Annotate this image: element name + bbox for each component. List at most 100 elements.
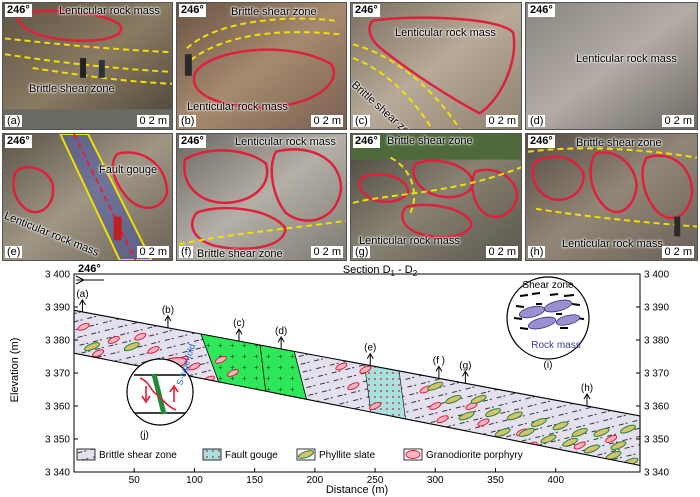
granodiorite-lens	[605, 435, 618, 443]
photo-b-panel-label: (b)	[179, 115, 197, 127]
phyllite-lens	[494, 427, 511, 437]
granodiorite-lens	[226, 369, 240, 377]
y-tick-label-left: 3 380	[45, 336, 70, 347]
lens-outline-g1	[358, 172, 410, 203]
person-figure-a	[80, 58, 87, 78]
person-figure-a2	[98, 60, 105, 78]
shear-line-h1	[527, 147, 697, 159]
phyllite-lens	[518, 427, 535, 437]
photo-b-label-1: Brittle shear zone	[231, 6, 317, 18]
phyllite-lens	[530, 418, 547, 427]
y-tick-label-left: 3 400	[45, 270, 70, 281]
photo-d-panel-label: (d)	[528, 115, 546, 127]
y-tick-label-left: 3 350	[45, 435, 70, 446]
shear-line-c1	[352, 43, 461, 129]
location-arrow-icon	[277, 335, 285, 343]
photo-a-label-1: Lenticular rock mass	[59, 5, 160, 17]
shear-line-g1	[352, 166, 521, 204]
x-tick-label: 300	[427, 475, 444, 486]
inset-j-fold-band	[151, 373, 167, 415]
photo-g-rock-texture	[351, 134, 521, 260]
photo-b-scale-bar: 0 2 m	[311, 115, 343, 127]
photo-panel-g: 246° Brittle shear zone Lenticular rock …	[350, 133, 522, 261]
granodiorite-lens	[436, 415, 449, 424]
legend-swatch-gouge	[202, 448, 222, 461]
lens-outline-g4	[401, 203, 473, 239]
legend-label-gouge: Fault gouge	[225, 450, 278, 461]
inset-j-arrow-up-icon	[169, 384, 179, 402]
inset-j-panel-label: (j)	[140, 430, 149, 441]
shear-line-a3	[32, 66, 172, 85]
lens-outline-e1	[12, 165, 55, 214]
photo-a-rock-texture	[3, 3, 172, 129]
granodiorite-lens	[188, 362, 201, 371]
y-axis-label: Elevation (m)	[9, 338, 21, 403]
y-tick-label-left: 3 370	[45, 369, 70, 380]
photo-f-label-1: Lenticular rock mass	[235, 136, 336, 148]
y-tick-label-right: 3 350	[644, 435, 669, 446]
x-tick-label: 150	[246, 475, 263, 486]
x-tick-label: 250	[367, 475, 384, 486]
location-arrow-icon	[583, 393, 591, 400]
granodiorite-lens	[92, 349, 105, 358]
photo-f-label-2: Brittle shear zone	[197, 248, 283, 260]
photo-d-label-1: Lenticular rock mass	[576, 53, 677, 65]
inset-i-panel-label: (i)	[544, 360, 553, 371]
location-label: (e)	[364, 343, 376, 354]
photo-h-scale-bar: 0 2 m	[662, 246, 694, 258]
shear-line-b2	[190, 31, 342, 61]
shear-line-c2	[352, 57, 433, 129]
phyllite-lens	[470, 394, 487, 404]
phyllite-lens	[506, 411, 523, 421]
photo-f-panel-label: (f)	[179, 246, 194, 258]
lens-outline-h2	[589, 151, 638, 214]
phyllite-lens	[619, 424, 636, 434]
photo-d-scale-bar: 0 2 m	[662, 115, 694, 127]
y-tick-label-right: 3 360	[644, 402, 669, 413]
photo-h-panel-label: (h)	[528, 246, 546, 258]
granodiorite-lens	[429, 402, 442, 410]
phyllite-lens	[593, 427, 610, 437]
phyllite-lens	[562, 437, 579, 447]
y-tick-label-right: 3 340	[644, 468, 669, 479]
lens-outline-g2	[412, 159, 475, 199]
shear-line-g2	[390, 156, 416, 214]
legend-granodiorite-lens	[405, 450, 421, 459]
shear-line-b1	[186, 17, 336, 50]
inset-i-subtitle: Rock mass	[531, 340, 580, 351]
shear-line-f	[178, 219, 346, 246]
photo-panel-a: 246° Lenticular rock mass Brittle shear …	[2, 2, 173, 130]
phyllite-lens	[533, 451, 550, 460]
phyllite-lens	[458, 411, 475, 421]
inset-i-title: Shear zone	[522, 280, 574, 291]
section-azimuth: 246°	[78, 263, 101, 275]
photo-d-azimuth: 246°	[528, 4, 555, 17]
photo-a-panel-label: (a)	[5, 115, 23, 127]
y-tick-label-right: 3 370	[644, 369, 669, 380]
photo-h-label-1: Brittle shear zone	[576, 137, 662, 149]
y-tick-label-right: 3 380	[644, 336, 669, 347]
photo-e-panel-label: (e)	[5, 246, 23, 258]
person-figure-h	[674, 216, 681, 237]
x-tick-label: 400	[547, 475, 564, 486]
location-label: (a)	[76, 289, 88, 300]
inset-i: Shear zone Rock mass (i)	[506, 276, 590, 371]
x-tick-label: 100	[186, 475, 203, 486]
granodiorite-lens	[369, 402, 382, 410]
photo-e-azimuth: 246°	[5, 135, 32, 148]
location-arrow-icon	[164, 314, 172, 322]
location-arrow-icon	[235, 328, 243, 335]
location-arrow-icon	[366, 352, 374, 359]
phyllite-lens	[123, 342, 140, 352]
photo-g-azimuth: 246°	[353, 135, 380, 148]
granodiorite-lens	[147, 345, 160, 354]
granodiorite-lens	[77, 322, 90, 331]
location-label: (d)	[275, 326, 287, 337]
lens-outline-f1	[183, 149, 269, 205]
photo-a-azimuth: 246°	[5, 4, 32, 17]
photo-d-rock-texture	[526, 3, 697, 129]
legend-label-shear: Brittle shear zone	[99, 450, 177, 461]
photo-a-label-2: Brittle shear zone	[29, 83, 115, 95]
inset-j-red-fold	[139, 377, 177, 411]
